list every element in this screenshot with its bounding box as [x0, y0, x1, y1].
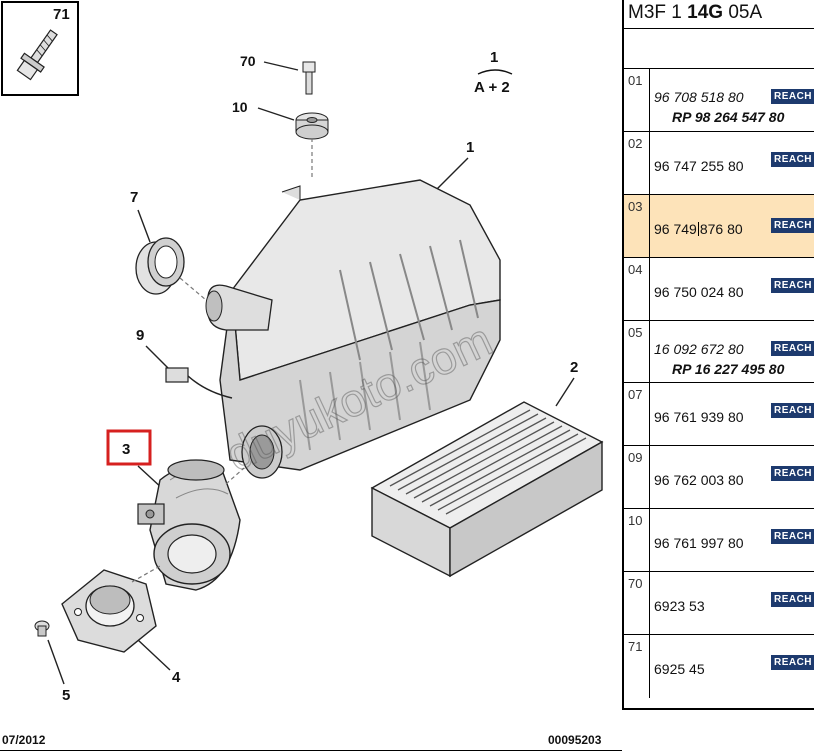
- callout-10[interactable]: 10: [232, 99, 248, 115]
- part-index: 71: [624, 635, 650, 698]
- part-row[interactable]: 01 96 708 518 80 REACH RP 98 264 547 80: [624, 69, 814, 132]
- assembly-note-formula: A + 2: [474, 79, 510, 96]
- callout-5[interactable]: 5: [62, 687, 70, 704]
- part-row[interactable]: 71 6925 45 REACH: [624, 635, 814, 698]
- bolt-70: [302, 61, 316, 95]
- part-reference[interactable]: 96 762 003 80: [654, 472, 744, 489]
- part-index: 02: [624, 131, 650, 194]
- part-index: 01: [624, 69, 650, 131]
- part-row[interactable]: 70 6923 53 REACH: [624, 572, 814, 636]
- part-reference[interactable]: 96 750 024 80: [654, 283, 744, 300]
- reach-badge: REACH: [771, 89, 814, 104]
- callout-71[interactable]: 71: [53, 6, 70, 23]
- callout-1[interactable]: 1: [466, 139, 474, 156]
- footer-divider: [0, 750, 622, 751]
- replacement-reference[interactable]: RP 16 227 495 80: [672, 360, 785, 377]
- part-reference-b: 876 80: [699, 220, 743, 237]
- part-row[interactable]: 10 96 761 997 80 REACH: [624, 509, 814, 573]
- part-reference[interactable]: 6925 45: [654, 661, 705, 678]
- part-reference-a: 96 749: [654, 220, 697, 237]
- grommet-10: [295, 112, 329, 140]
- parts-list-panel: M3F 1 14G 05A 01 96 708 518 80 REACH RP …: [622, 0, 814, 710]
- part-index: 05: [624, 320, 650, 383]
- part-reference[interactable]: 96 761 939 80: [654, 409, 744, 426]
- reach-badge: REACH: [771, 340, 814, 356]
- part-row[interactable]: 04 96 750 024 80 REACH: [624, 257, 814, 321]
- reach-badge: REACH: [771, 529, 814, 545]
- exploded-parts-diagram: 71 70 10 1 A + 2 1 7: [1, 1, 604, 704]
- connector-9: [165, 367, 233, 399]
- reach-badge: REACH: [771, 466, 814, 482]
- text-cursor: [697, 221, 699, 236]
- selected-highlight-box: [106, 429, 152, 466]
- airbox-housing-1[interactable]: [205, 179, 501, 479]
- part-index: 07: [624, 383, 650, 446]
- reach-badge: REACH: [771, 277, 814, 293]
- callout-70[interactable]: 70: [240, 53, 256, 69]
- model-code-prefix: M3F 1: [628, 2, 688, 23]
- callout-4[interactable]: 4: [172, 669, 181, 686]
- part-row[interactable]: 09 96 762 003 80 REACH: [624, 446, 814, 510]
- callout-2[interactable]: 2: [570, 359, 578, 376]
- part-row[interactable]: 07 96 761 939 80 REACH: [624, 383, 814, 447]
- callout-9[interactable]: 9: [136, 327, 144, 344]
- footer-doc-number: 00095203: [548, 733, 602, 747]
- callout-7[interactable]: 7: [130, 189, 138, 206]
- reach-badge: REACH: [771, 592, 814, 608]
- inset-part-71[interactable]: [1, 1, 79, 96]
- part-index: 09: [624, 446, 650, 509]
- part-row[interactable]: 02 96 747 255 80 REACH: [624, 131, 814, 195]
- part-reference[interactable]: 96 761 997 80: [654, 535, 744, 552]
- bolt-icon: [16, 29, 58, 81]
- replacement-reference[interactable]: RP 98 264 547 80: [672, 109, 785, 125]
- screw-5: [34, 620, 50, 637]
- reach-badge: REACH: [771, 655, 814, 671]
- model-code-header: M3F 1 14G 05A: [624, 0, 814, 29]
- clamp-ring-7: [135, 237, 185, 295]
- flange-adapter-4[interactable]: [61, 569, 157, 653]
- air-filter-2[interactable]: [370, 401, 604, 578]
- part-reference[interactable]: 16 092 672 80: [654, 340, 744, 357]
- assembly-note-number: 1: [490, 49, 498, 66]
- reach-badge: REACH: [771, 151, 814, 167]
- part-index: 04: [624, 257, 650, 320]
- part-index: 70: [624, 572, 650, 635]
- reach-badge: REACH: [771, 217, 814, 233]
- part-index: 10: [624, 509, 650, 572]
- part-row[interactable]: 05 16 092 672 80 REACH RP 16 227 495 80: [624, 320, 814, 384]
- header-spacer: [624, 29, 814, 69]
- footer-date: 07/2012: [2, 733, 46, 747]
- reach-badge: REACH: [771, 403, 814, 419]
- model-code-suffix: 05A: [723, 2, 763, 23]
- part-index: 03: [624, 194, 650, 257]
- callout-3[interactable]: 3: [122, 441, 130, 458]
- air-duct-elbow-3[interactable]: [137, 459, 241, 591]
- model-code-bold: 14G: [687, 2, 724, 23]
- part-reference[interactable]: 96 747 255 80: [654, 157, 744, 174]
- assembly-note: 1 A + 2: [474, 49, 513, 96]
- part-reference[interactable]: 6923 53: [654, 598, 705, 615]
- part-reference[interactable]: 96 708 518 80: [654, 89, 744, 105]
